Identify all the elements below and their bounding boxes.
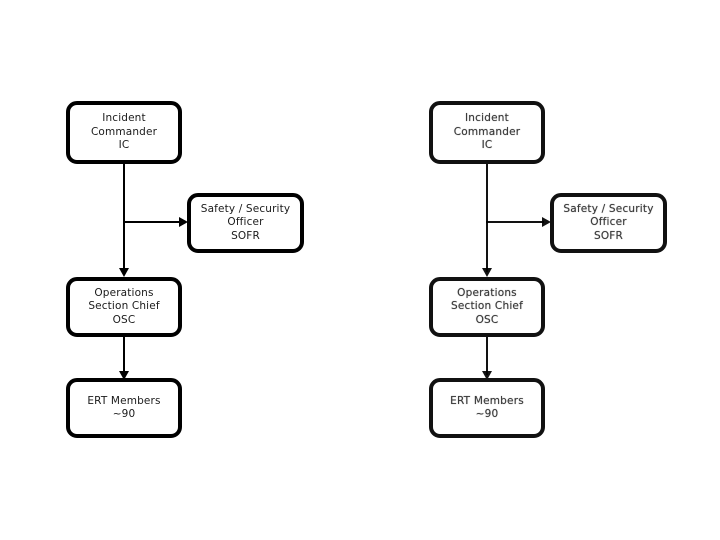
- node-line-1: Incident: [465, 112, 509, 125]
- connector-osc-to-ert-line: [123, 337, 125, 375]
- node-line-3: IC: [481, 139, 493, 152]
- node-line-3: OSC: [475, 313, 499, 326]
- connector-ic-trunk: [123, 164, 125, 272]
- node-line-1: Safety / Security: [563, 202, 654, 215]
- arrowhead-down-icon: [119, 371, 129, 380]
- connector-ic-to-sofr-branch: [486, 221, 544, 223]
- connector-osc-to-ert-line: [486, 337, 488, 375]
- node-line-2: Commander: [90, 125, 158, 138]
- node-line-2: Section Chief: [450, 300, 523, 313]
- connector-ic-to-sofr-branch: [123, 221, 181, 223]
- node-safety-security-officer-right[interactable]: Safety / Security Officer SOFR: [550, 193, 667, 253]
- node-line-3: OSC: [112, 313, 136, 326]
- node-line-2: ~90: [475, 408, 499, 420]
- node-line-1: Incident: [102, 112, 146, 125]
- org-chart-left: Incident Commander IC Safety / Security …: [55, 0, 355, 540]
- node-ert-members-left[interactable]: ERT Members ~90: [66, 378, 182, 438]
- node-line-2: Commander: [453, 125, 521, 138]
- arrowhead-down-icon: [119, 268, 129, 277]
- node-line-1: Operations: [94, 286, 154, 299]
- node-line-1: Safety / Security: [200, 202, 291, 215]
- org-chart-right: Incident Commander IC Safety / Security …: [418, 0, 718, 540]
- node-line-3: IC: [118, 139, 130, 152]
- node-line-3: SOFR: [593, 229, 624, 242]
- node-incident-commander-left[interactable]: Incident Commander IC: [66, 101, 182, 164]
- node-line-2: ~90: [112, 408, 136, 420]
- node-safety-security-officer-left[interactable]: Safety / Security Officer SOFR: [187, 193, 304, 253]
- node-incident-commander-right[interactable]: Incident Commander IC: [429, 101, 545, 164]
- node-line-1: ERT Members: [450, 394, 524, 407]
- node-line-3: SOFR: [231, 229, 260, 242]
- node-operations-section-chief-right[interactable]: Operations Section Chief OSC: [429, 277, 545, 337]
- node-operations-section-chief-left[interactable]: Operations Section Chief OSC: [66, 277, 182, 337]
- connector-ic-trunk: [486, 164, 488, 272]
- node-ert-members-right[interactable]: ERT Members ~90: [429, 378, 545, 438]
- node-line-1: ERT Members: [87, 394, 161, 407]
- arrowhead-down-icon: [482, 371, 492, 380]
- node-line-2: Officer: [590, 216, 627, 229]
- arrowhead-right-icon: [542, 217, 551, 227]
- node-line-2: Officer: [227, 216, 264, 229]
- arrowhead-down-icon: [482, 268, 492, 277]
- node-line-2: Section Chief: [88, 300, 160, 313]
- node-line-1: Operations: [457, 286, 517, 299]
- arrowhead-right-icon: [179, 217, 188, 227]
